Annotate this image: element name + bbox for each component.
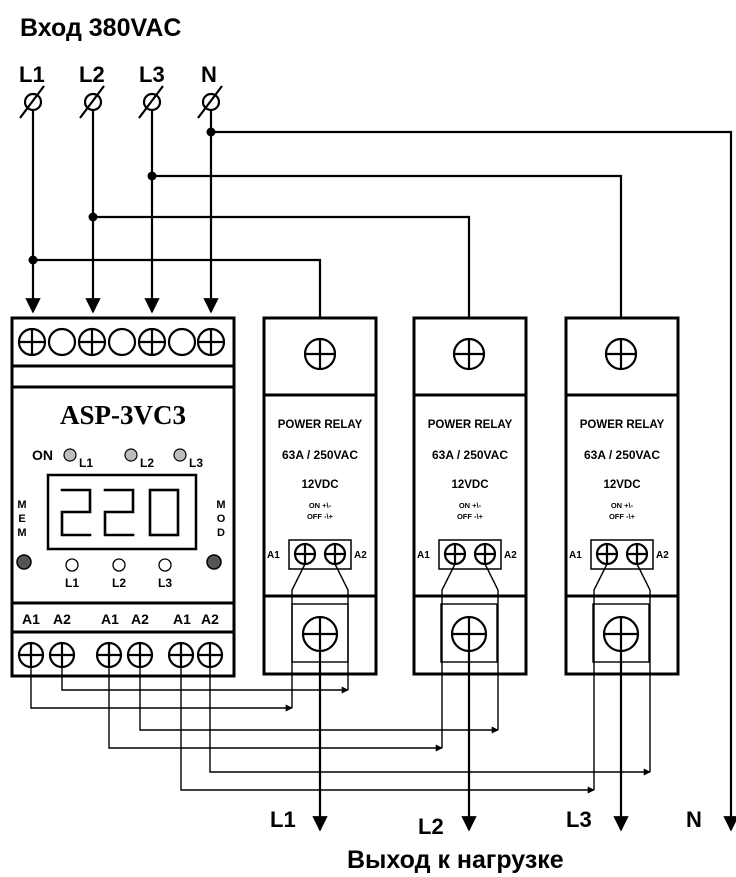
control-wires [30, 667, 651, 794]
input-title: Вход 380VAC [20, 14, 181, 42]
relay-coil-leads [291, 563, 651, 790]
input-label-n: N [201, 62, 217, 87]
relay-a2: A2 [504, 550, 517, 561]
button-label-l2: L2 [112, 576, 126, 590]
controller-model: ASP-3VC3 [60, 400, 186, 430]
relay-coil: 12VDC [301, 479, 338, 491]
relay-a1: A1 [267, 550, 280, 561]
relay-title: POWER RELAY [278, 419, 363, 431]
controller-top-terminals [17, 327, 226, 357]
button-label-l3: L3 [158, 576, 172, 590]
terminal-label: A2 [131, 611, 149, 627]
controller-on-label: ON [32, 447, 53, 463]
relay-a1: A1 [569, 550, 582, 561]
led-l1 [63, 448, 77, 462]
display-digits [60, 488, 180, 537]
output-label-l1: L1 [270, 807, 296, 832]
output-label-n: N [686, 807, 702, 832]
led-l2 [124, 448, 138, 462]
relay-rating: 63A / 250VAC [432, 448, 508, 462]
relay-rating: 63A / 250VAC [584, 448, 660, 462]
terminal-label: A2 [201, 611, 219, 627]
button-label-l1: L1 [65, 576, 79, 590]
input-label-l3: L3 [139, 62, 165, 87]
relay-1: POWER RELAY 63A / 250VAC 12VDC ON +\- OF… [262, 316, 378, 676]
output-wires [312, 651, 629, 832]
relay-a2: A2 [354, 550, 367, 561]
relay-coil: 12VDC [451, 479, 488, 491]
button-l3[interactable] [158, 558, 172, 572]
terminal-label: A1 [22, 611, 40, 627]
led-l3 [173, 448, 187, 462]
relay-a1: A1 [417, 550, 430, 561]
output-label-l2: L2 [418, 814, 444, 839]
relay-2: POWER RELAY 63A / 250VAC 12VDC ON +\- OF… [412, 316, 528, 676]
relay-rating: 63A / 250VAC [282, 448, 358, 462]
relay-coil: 12VDC [603, 479, 640, 491]
controller-bottom-terminals [17, 641, 224, 669]
mod-button[interactable] [206, 554, 222, 570]
relay-a2: A2 [656, 550, 669, 561]
terminal-label: A1 [101, 611, 119, 627]
relay-title: POWER RELAY [428, 419, 513, 431]
relay-mode-off: OFF -\+ [609, 512, 636, 521]
output-title: Выход к нагрузке [347, 846, 564, 874]
led-label-l3: L3 [189, 456, 203, 470]
terminal-label: A2 [53, 611, 71, 627]
button-l1[interactable] [65, 558, 79, 572]
input-label-l2: L2 [79, 62, 105, 87]
led-label-l1: L1 [79, 456, 93, 470]
branch-wires [28, 127, 736, 832]
led-label-l2: L2 [140, 456, 154, 470]
button-l2[interactable] [112, 558, 126, 572]
output-label-l3: L3 [566, 807, 592, 832]
relay-title: POWER RELAY [580, 419, 665, 431]
relay-mode-on: ON +\- [611, 501, 634, 510]
relay-mode-off: OFF -\+ [307, 512, 334, 521]
input-terminals [19, 85, 223, 119]
relay-mode-on: ON +\- [459, 501, 482, 510]
relay-mode-off: OFF -\+ [457, 512, 484, 521]
input-wires [25, 110, 219, 314]
terminal-label: A1 [173, 611, 191, 627]
input-label-l1: L1 [19, 62, 45, 87]
relay-mode-on: ON +\- [309, 501, 332, 510]
mem-button[interactable] [16, 554, 32, 570]
relay-3: POWER RELAY 63A / 250VAC 12VDC ON +\- OF… [564, 316, 680, 676]
controller-asp-3vc3: ASP-3VC3 ON L1 L2 L3 220 MEM MOD L1 L2 L… [10, 316, 236, 678]
